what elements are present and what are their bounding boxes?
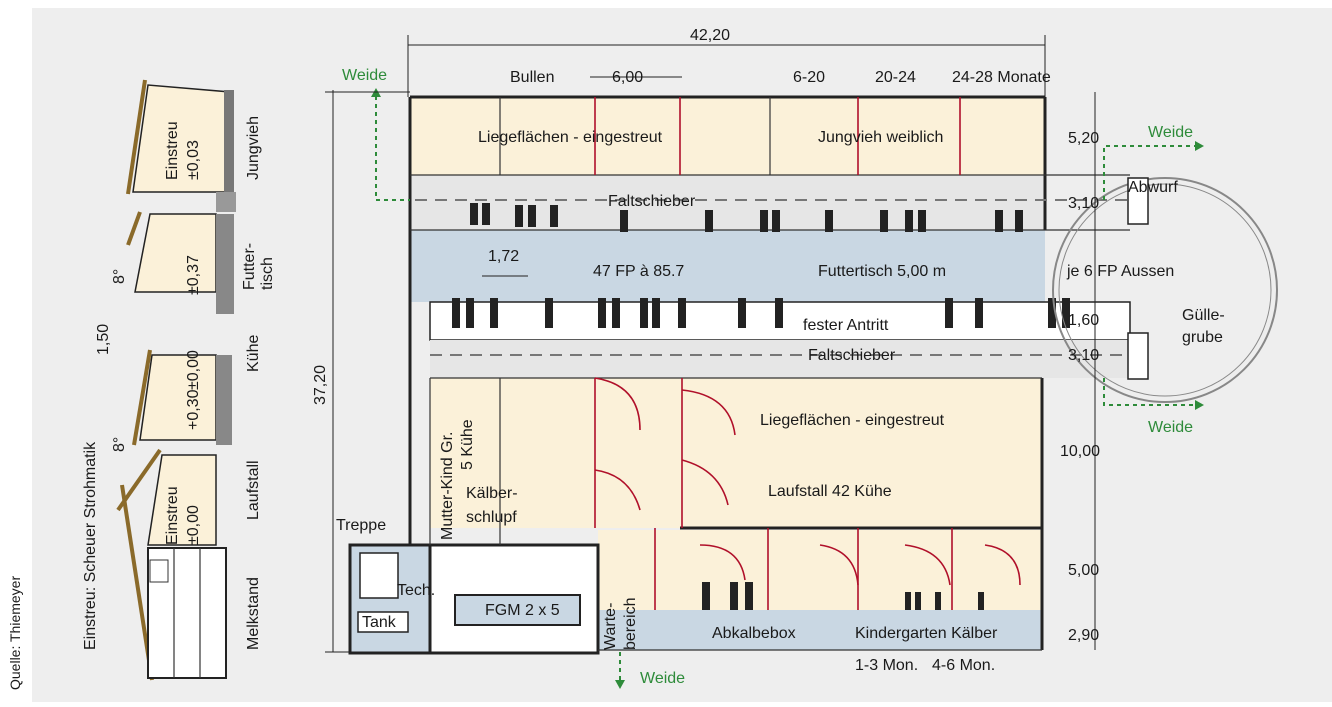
label-tank: Tank	[362, 614, 397, 631]
weide-bottom: Weide	[640, 670, 685, 687]
label-treppe: Treppe	[336, 517, 386, 534]
label-mutter-1: Mutter-Kind Gr.	[439, 432, 456, 540]
section-angle-top: 8°	[111, 269, 128, 284]
label-mon-4-6: 4-6 Mon.	[932, 657, 995, 674]
roof-top	[126, 79, 147, 195]
abwurf-box-1	[1127, 177, 1149, 225]
label-kindergarten: Kindergarten Kälber	[855, 625, 998, 642]
label-liege-top: Liegeflächen - eingestreut	[478, 129, 663, 146]
room-futter: Futter-	[241, 243, 258, 290]
label-abwurf: Abwurf	[1128, 179, 1178, 196]
label-fp: 47 FP à 85.7	[593, 263, 684, 280]
zone-liege-top	[410, 97, 1045, 175]
room-melkstand: Melkstand	[245, 577, 262, 650]
melkstand-box	[149, 559, 169, 583]
dim-right-1: 3,10	[1068, 195, 1099, 212]
room-tisch: tisch	[259, 257, 276, 290]
label-futtertisch: Futtertisch 5,00 m	[818, 263, 946, 280]
section-bottom-room	[147, 454, 217, 546]
fgm-pit	[454, 594, 581, 626]
label-aussen: je 6 FP Aussen	[1066, 263, 1174, 280]
section-level-laufstall: +0,30	[185, 389, 202, 430]
label-faltschieber-1: Faltschieber	[608, 193, 696, 210]
weide-top-left: Weide	[342, 67, 387, 84]
section-futter-room	[134, 213, 217, 293]
label-6-20: 6-20	[793, 69, 825, 86]
section-einstreu-top: Einstreu	[164, 121, 181, 180]
label-kaelber-2: schlupf	[466, 509, 517, 526]
label-guelle-1: Gülle-	[1182, 307, 1225, 324]
zone-lauf-bottom	[430, 340, 1130, 378]
label-tech: Tech.	[397, 582, 435, 599]
tank-box	[357, 611, 409, 633]
section-level-kuehe: ±0,00	[185, 350, 202, 390]
section-einstreu-bottom: Einstreu	[164, 486, 181, 545]
floor-plan	[325, 35, 1278, 689]
label-liege-bottom: Liegeflächen - eingestreut	[760, 412, 945, 429]
room-jungvieh: Jungvieh	[245, 116, 262, 180]
zone-lauf-top	[410, 175, 1045, 230]
section-dim-150: 1,50	[95, 324, 112, 355]
guellegrube-inner	[1058, 183, 1272, 397]
section-level-bottom: ±0,00	[185, 505, 202, 545]
weide-top-right: Weide	[1148, 124, 1193, 141]
label-6-00: 6,00	[612, 69, 643, 86]
zone-futtertisch	[410, 230, 1045, 302]
section-melkstand	[147, 547, 227, 679]
plan-labels: 42,20 37,20 Weide Weide Weide Weide Bull…	[312, 27, 1225, 687]
dim-right-2: 1,60	[1068, 312, 1099, 329]
label-antritt: fester Antritt	[803, 317, 889, 334]
room-laufstall: Laufstall	[245, 460, 262, 520]
label-kaelber-1: Kälber-	[466, 485, 518, 502]
source-credit: Quelle: Thiemeyer	[7, 576, 23, 690]
section-wall-2	[216, 214, 234, 314]
dim-right-4: 10,00	[1060, 443, 1100, 460]
label-jungvieh: Jungvieh weiblich	[818, 129, 943, 146]
label-mon-1-3: 1-3 Mon.	[855, 657, 918, 674]
section-jungvieh-room	[132, 84, 231, 193]
section-wall-1	[224, 90, 234, 192]
section-level-top: ±0,03	[185, 140, 202, 180]
label-warte-2: bereich	[622, 598, 639, 650]
section-caption: Einstreu: Scheuer Strohmatik	[82, 441, 99, 650]
zone-abkalbe	[598, 530, 1042, 610]
section-level-futter: ±0,37	[185, 255, 202, 295]
label-abkalbe: Abkalbebox	[712, 625, 796, 642]
abwurf-box-2	[1127, 332, 1149, 380]
label-mutter-2: 5 Kühe	[459, 419, 476, 470]
roof-middle	[126, 211, 142, 246]
dim-right-0: 5,20	[1068, 130, 1099, 147]
label-fgm: FGM 2 x 5	[485, 602, 560, 619]
section-post	[216, 192, 236, 212]
stair	[359, 552, 399, 599]
section-wall-3	[216, 355, 232, 445]
dim-right-6: 2,90	[1068, 627, 1099, 644]
plan-width: 42,20	[690, 27, 730, 44]
label-24-28: 24-28 Monate	[952, 69, 1051, 86]
cow-markers	[452, 203, 1070, 610]
room-kuehe: Kühe	[245, 335, 262, 372]
roof-lower	[132, 349, 152, 446]
dim-right-3: 3,10	[1068, 347, 1099, 364]
section-angle-bottom: 8°	[111, 437, 128, 452]
label-20-24: 20-24	[875, 69, 916, 86]
label-warte-1: Warte-	[602, 603, 619, 650]
section-view: Einstreu ±0,03 ±0,37 ±0,00 +0,30 Einstre…	[7, 79, 276, 690]
guellegrube-circle	[1052, 177, 1278, 403]
section-laufstall-room	[139, 354, 217, 441]
weide-right: Weide	[1148, 419, 1193, 436]
dim-right-5: 5,00	[1068, 562, 1099, 579]
plan-height: 37,20	[312, 365, 329, 405]
zone-liege-bottom	[430, 378, 1042, 528]
label-1-72: 1,72	[488, 248, 519, 265]
zone-kindergarten	[598, 610, 1042, 650]
label-laufstall: Laufstall 42 Kühe	[768, 483, 892, 500]
label-faltschieber-2: Faltschieber	[808, 347, 896, 364]
label-guelle-2: grube	[1182, 329, 1223, 346]
label-bullen: Bullen	[510, 69, 554, 86]
